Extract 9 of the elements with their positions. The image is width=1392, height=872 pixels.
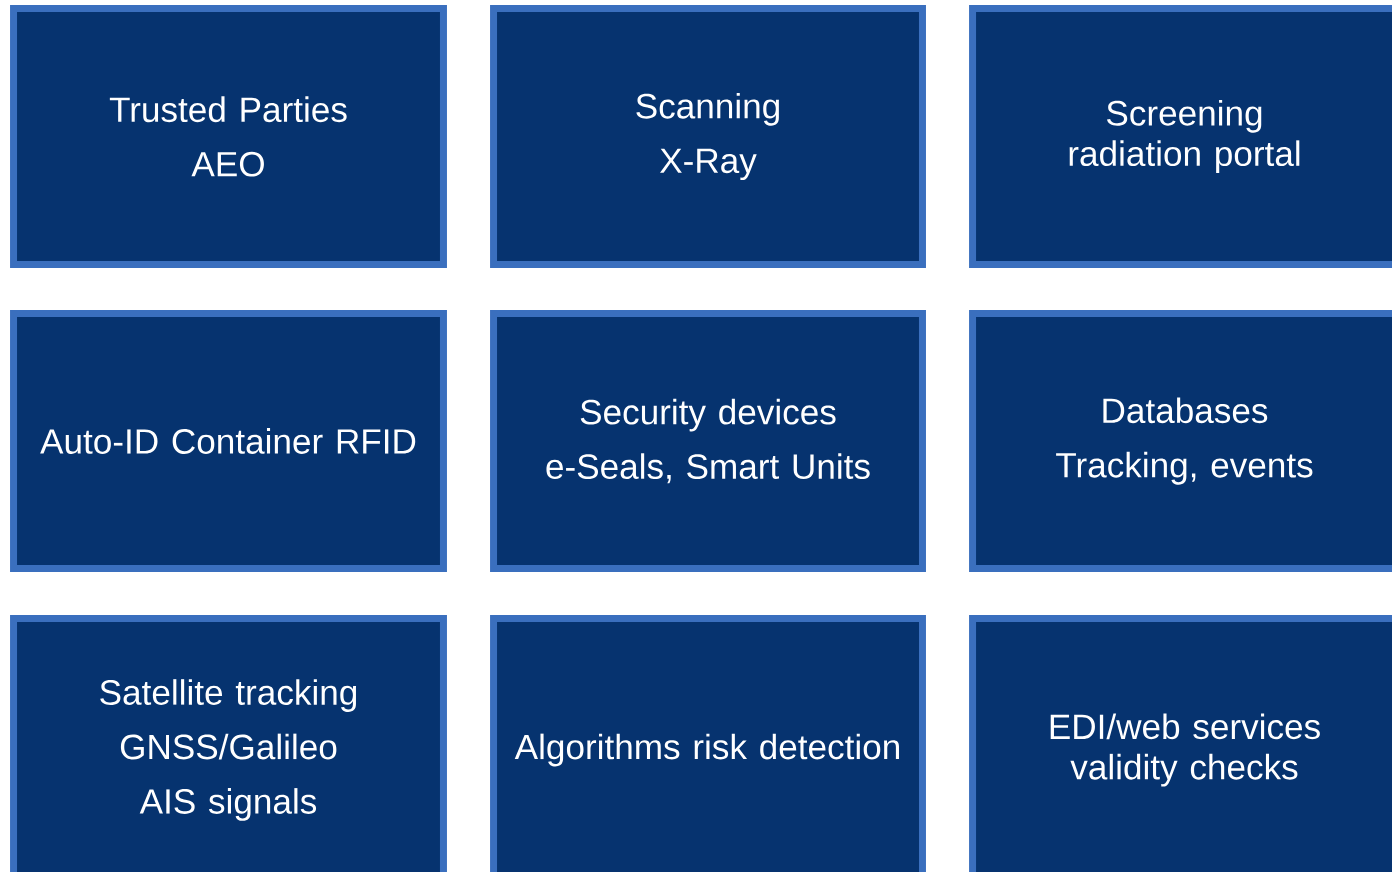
text-box: Scanning X-Ray xyxy=(490,5,926,268)
text-box: Satellite tracking GNSS/Galileo AIS signals xyxy=(10,615,447,872)
text-box: Auto-ID Container RFID xyxy=(10,310,447,572)
text-box: Screening radiation portal xyxy=(969,5,1392,268)
text-box: Databases Tracking, events xyxy=(969,310,1392,572)
text-box: Algorithms risk detection xyxy=(490,615,926,872)
text-box: EDI/web services validity checks xyxy=(969,615,1392,872)
text-box: Security devices e-Seals, Smart Units xyxy=(490,310,926,572)
text-box: Trusted Parties AEO xyxy=(10,5,447,268)
